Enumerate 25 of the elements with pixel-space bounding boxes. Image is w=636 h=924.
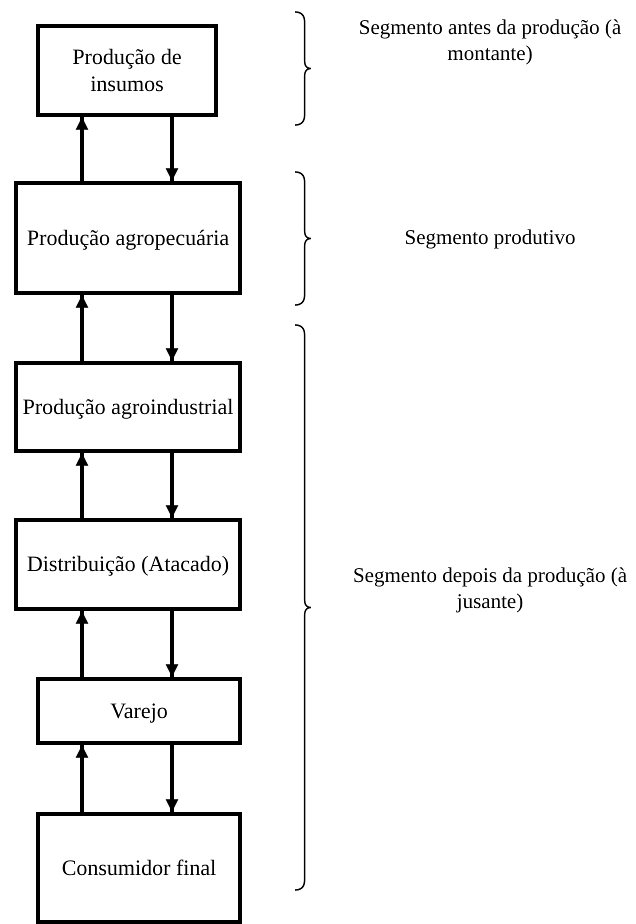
process-box	[14, 361, 242, 453]
arrow	[166, 611, 178, 677]
process-box	[36, 677, 242, 745]
box-label: Produção agropecuária	[26, 224, 230, 252]
box-label: Distribuição (Atacado)	[26, 551, 230, 578]
process-box	[36, 24, 218, 117]
segment-label: Segmento antes da produção (à montante)	[358, 14, 622, 66]
box-label: Produção agroindustrial	[22, 394, 234, 420]
arrow	[76, 117, 88, 181]
arrow	[166, 295, 178, 361]
arrow	[76, 611, 88, 677]
segment-label: Segmento depois da produção (à jusante)	[352, 562, 628, 614]
box-label: Varejo	[110, 698, 168, 724]
process-box	[36, 812, 242, 924]
arrow	[76, 295, 88, 361]
box-label: Consumidor final	[62, 854, 216, 882]
arrow	[166, 453, 178, 518]
segment-label: Segmento produtivo	[404, 224, 576, 250]
arrow	[166, 745, 178, 812]
process-box	[14, 181, 242, 295]
process-box	[14, 518, 242, 611]
box-label: Produção de insumos	[71, 44, 183, 97]
arrow	[76, 745, 88, 812]
arrow	[166, 117, 178, 181]
arrow	[76, 453, 88, 518]
